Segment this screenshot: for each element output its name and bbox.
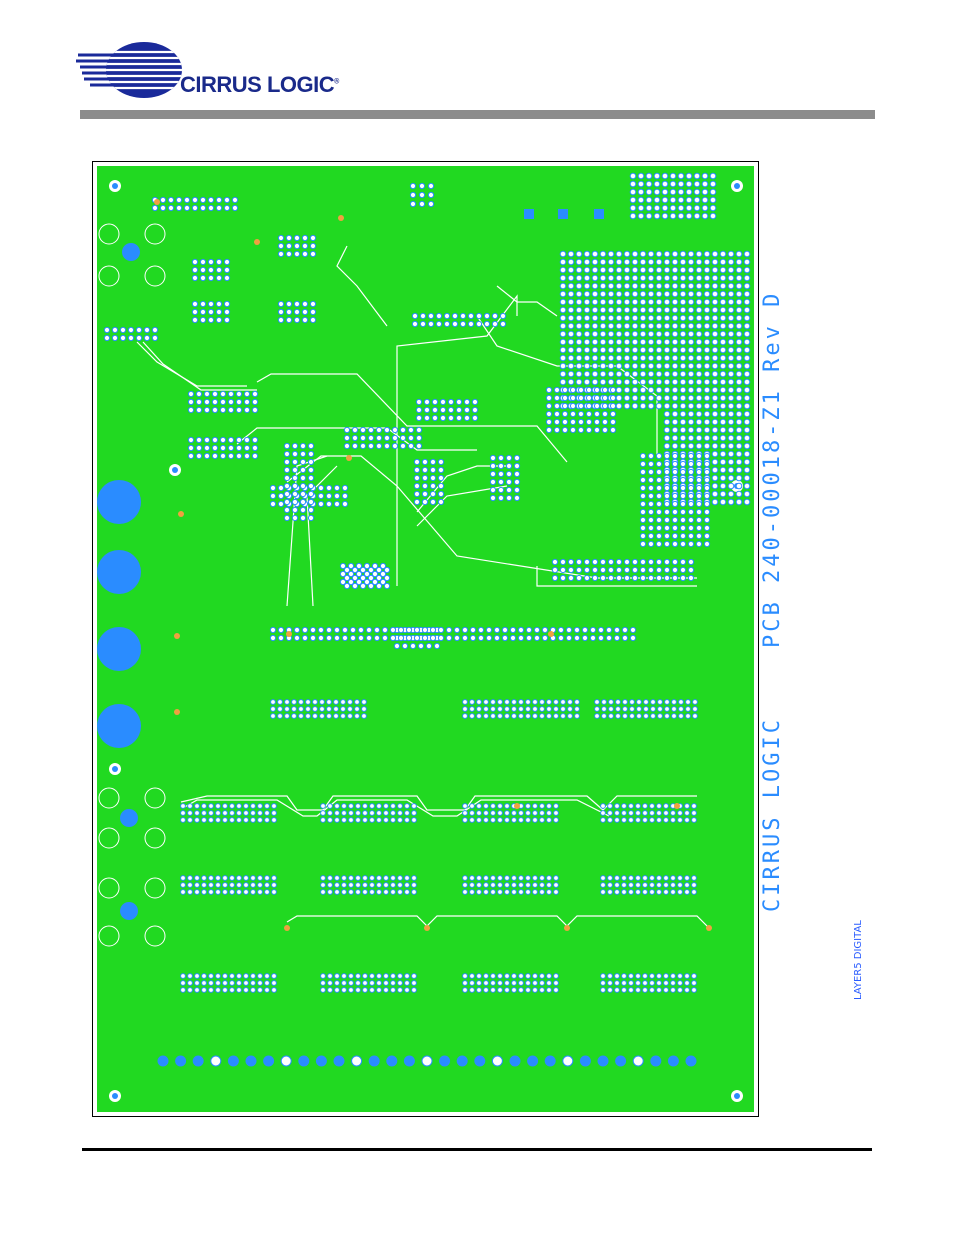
- trace: [286, 915, 710, 929]
- trace: [496, 285, 558, 317]
- smd-pad: [558, 209, 568, 219]
- connector-pad: [97, 704, 141, 748]
- trace: [286, 455, 328, 607]
- connector-pad: [97, 627, 141, 671]
- trace: [182, 799, 610, 817]
- smd-pad: [524, 209, 534, 219]
- pcb-part-number-silk: PCB 240-00018-Z1 Rev D: [760, 290, 785, 648]
- header-rule: [80, 110, 875, 119]
- trace: [536, 566, 697, 587]
- layer-label: LAYER5 DIGITAL: [853, 920, 864, 1000]
- trace: [142, 341, 257, 391]
- trace: [416, 485, 508, 527]
- connector-pad: [122, 243, 140, 261]
- trace: [180, 795, 697, 811]
- connector-pad: [120, 902, 138, 920]
- connector-pad: [120, 809, 138, 827]
- footer-rule: [82, 1148, 872, 1151]
- connector-pad: [97, 480, 141, 524]
- pcb-layer-frame: [92, 161, 759, 1117]
- logo-swoosh-icon: [76, 42, 182, 98]
- trace: [396, 294, 518, 586]
- trace: [336, 245, 388, 327]
- cirrus-logic-logo: [76, 38, 366, 108]
- company-silk: CIRRUS LOGIC: [760, 717, 785, 912]
- pcb-artwork: [97, 166, 754, 1112]
- trace: [256, 373, 568, 463]
- logo-wordmark: CIRRUS LOGIC®: [180, 72, 339, 97]
- connector-pad: [97, 550, 141, 594]
- smd-pad: [594, 209, 604, 219]
